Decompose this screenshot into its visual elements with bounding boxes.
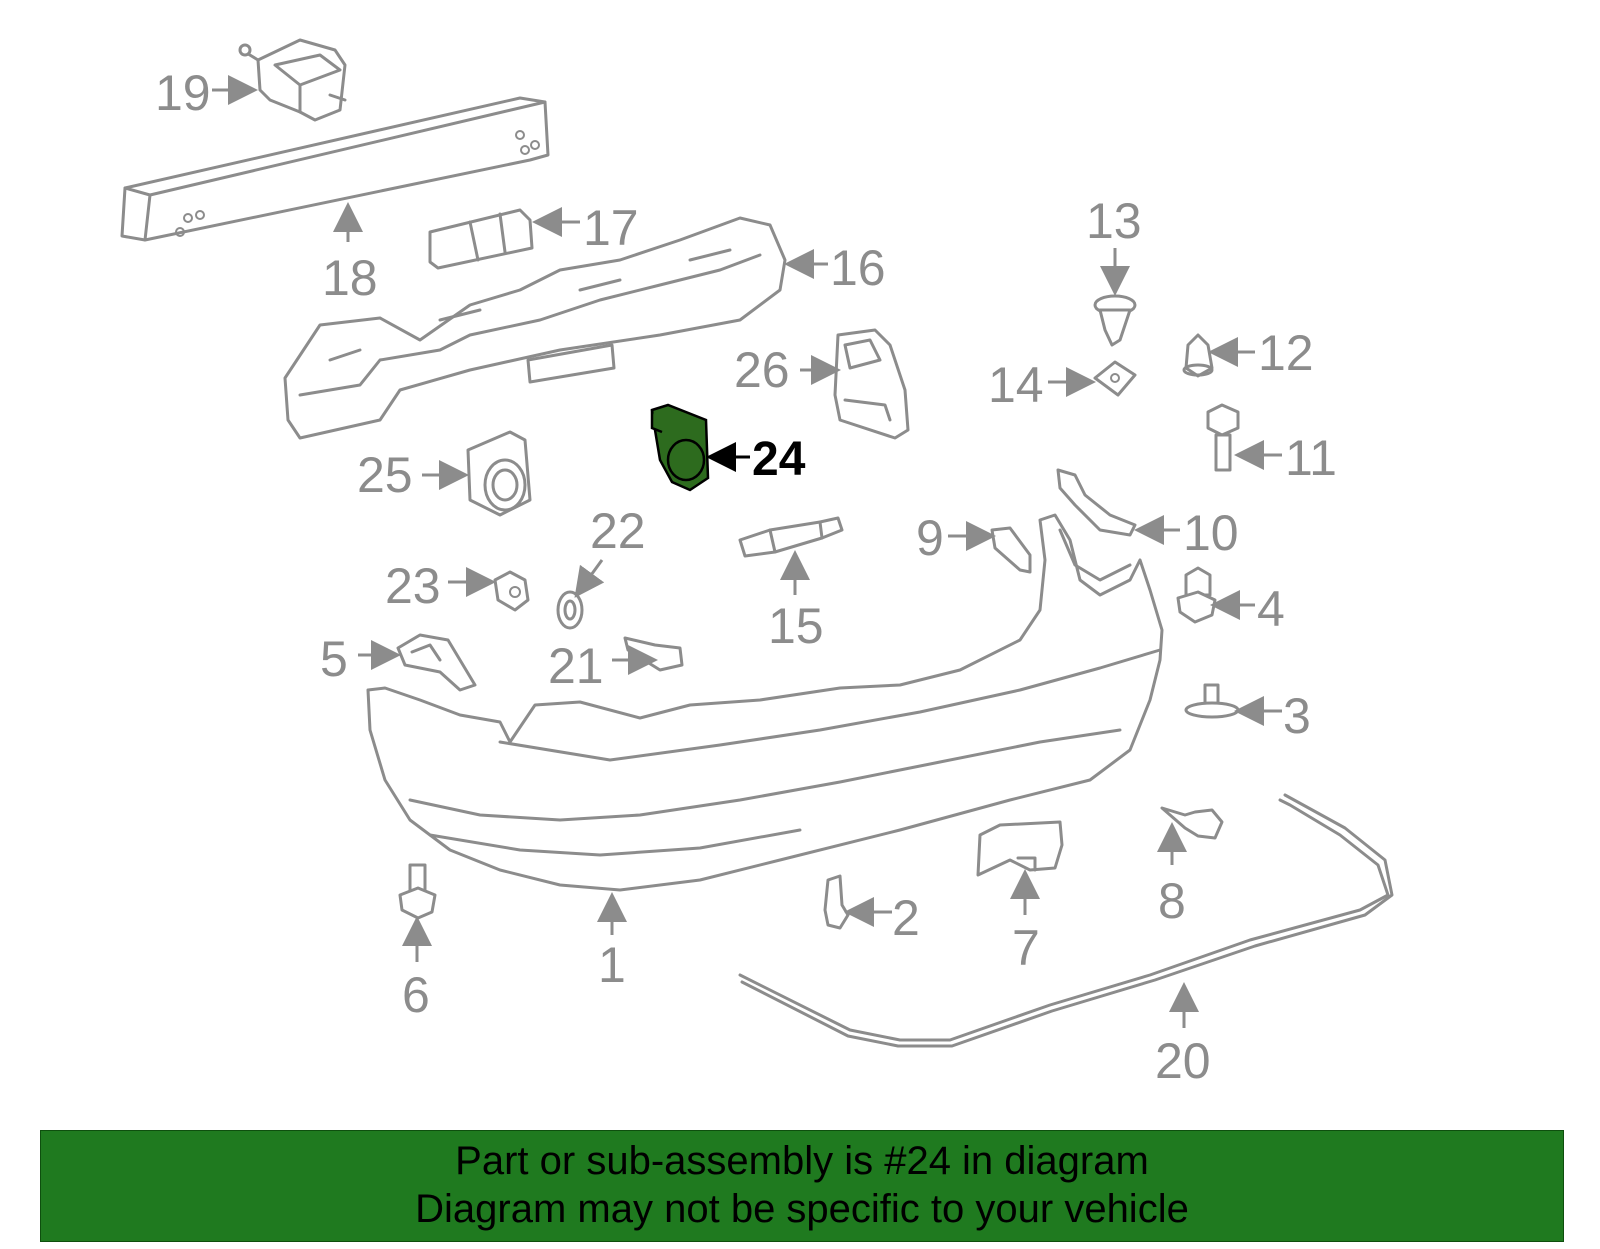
callout-6[interactable]: 6 [402,967,430,1023]
part-24-parking-sensor[interactable] [650,403,710,492]
part-14-nut[interactable] [1093,360,1137,397]
info-banner: Part or sub-assembly is #24 in diagram D… [40,1130,1564,1242]
part-1-bumper-cover[interactable] [366,513,1164,892]
callout-17[interactable]: 17 [583,200,639,256]
part-23-grommet[interactable] [493,570,530,612]
callout-21[interactable]: 21 [548,638,604,694]
callout-3[interactable]: 3 [1283,688,1311,744]
callout-8[interactable]: 8 [1158,873,1186,929]
part-25-retainer[interactable] [466,430,532,517]
part-13-push-pin[interactable] [1093,294,1137,347]
callout-9[interactable]: 9 [916,510,944,566]
part-2-stud[interactable] [823,874,850,930]
callout-numbers: 19 18 17 16 26 25 24 22 23 15 21 5 9 10 … [155,65,1337,1089]
callout-25[interactable]: 25 [357,447,413,503]
part-18-reinforcement[interactable] [120,96,550,242]
callout-15[interactable]: 15 [768,598,824,654]
banner-part-info: Part or sub-assembly is #24 in diagram [455,1139,1149,1183]
part-19-mount[interactable] [238,38,347,122]
callout-18[interactable]: 18 [322,250,378,306]
part-7-bracket[interactable] [976,820,1064,877]
part-8-bolt[interactable] [1160,806,1224,840]
callout-16[interactable]: 16 [830,240,886,296]
arrow-22 [574,559,605,598]
callout-20[interactable]: 20 [1155,1033,1211,1089]
callout-4[interactable]: 4 [1257,581,1285,637]
callout-11[interactable]: 11 [1285,430,1337,486]
callout-22[interactable]: 22 [590,503,646,559]
callout-24[interactable]: 24 [752,433,806,486]
part-15-pin[interactable] [738,516,844,558]
callout-14[interactable]: 14 [988,357,1044,413]
callout-12[interactable]: 12 [1258,325,1314,381]
callout-19[interactable]: 19 [155,65,211,121]
part-4-bolt[interactable] [1176,566,1217,624]
part-20-molding[interactable] [738,793,1394,1048]
part-11-bolt[interactable] [1206,403,1240,472]
leader-arrows [212,75,1282,1028]
part-9-clip[interactable] [990,526,1032,574]
callout-13[interactable]: 13 [1086,193,1142,249]
part-22-washer[interactable] [556,590,584,630]
part-3-rivet[interactable] [1184,683,1240,719]
part-21-clip[interactable] [623,636,684,672]
parts-diagram: 19 18 17 16 26 25 24 22 23 15 21 5 9 10 … [120,38,1394,1089]
callout-10[interactable]: 10 [1183,505,1239,561]
banner-disclaimer: Diagram may not be specific to your vehi… [415,1187,1189,1231]
callout-5[interactable]: 5 [320,631,348,687]
part-12-clip[interactable] [1182,333,1214,378]
callout-2[interactable]: 2 [892,890,920,946]
callout-1[interactable]: 1 [598,937,626,993]
callout-23[interactable]: 23 [385,558,441,614]
callout-7[interactable]: 7 [1012,920,1040,976]
part-26-bracket[interactable] [833,328,910,440]
part-5-bracket[interactable] [396,633,477,692]
part-16-absorber[interactable] [283,216,787,440]
callout-26[interactable]: 26 [734,342,790,398]
part-17-pad[interactable] [428,208,534,270]
part-6-bolt[interactable] [398,863,437,920]
part-10-side-bracket[interactable] [1056,468,1137,537]
